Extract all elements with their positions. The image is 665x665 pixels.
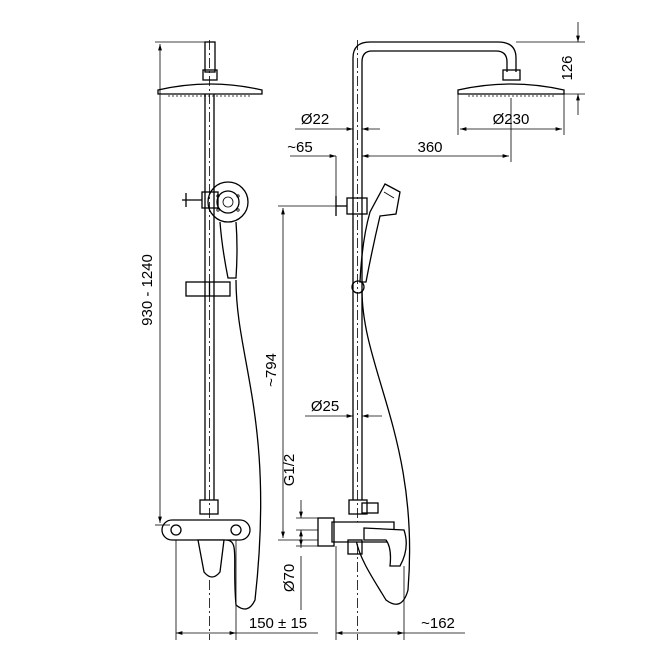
front-mixer xyxy=(161,499,251,578)
front-diverter-valve xyxy=(182,191,219,209)
side-overhead-shower-head xyxy=(457,69,565,97)
label-head-drop: 126 xyxy=(559,55,576,80)
label-flange-diameter: Ø70 xyxy=(281,564,298,592)
label-arm-length: 360 xyxy=(417,139,442,156)
side-hand-shower xyxy=(359,183,401,283)
label-arm-diameter: Ø22 xyxy=(301,111,329,128)
label-spout-offset: 150 ± 15 xyxy=(249,615,307,632)
front-overhead-shower-head xyxy=(157,69,263,97)
label-rail-diameter: Ø25 xyxy=(311,398,339,415)
dimension-lines xyxy=(155,22,585,640)
side-view xyxy=(317,40,565,640)
front-top-pipe xyxy=(204,41,216,73)
side-mixer xyxy=(317,499,407,567)
label-height-range: 930 - 1240 xyxy=(139,254,156,326)
side-hose xyxy=(355,289,411,605)
label-arm-offset: ~65 xyxy=(287,139,312,156)
front-hand-shower xyxy=(207,181,249,279)
label-rail-to-head: ~794 xyxy=(263,353,280,387)
side-arm-pipe xyxy=(352,41,517,130)
label-head-diameter: Ø230 xyxy=(493,111,530,128)
front-slider-bracket xyxy=(185,281,231,297)
front-hose xyxy=(225,279,262,610)
label-spout-depth: ~162 xyxy=(421,615,455,632)
dimension-labels: 930 - 1240 ~794 150 ± 15 ~162 126 Ø230 3… xyxy=(139,55,576,632)
front-view xyxy=(157,40,263,640)
label-thread: G1/2 xyxy=(281,454,298,487)
side-rail xyxy=(352,40,363,640)
side-slider-knob xyxy=(351,280,365,294)
